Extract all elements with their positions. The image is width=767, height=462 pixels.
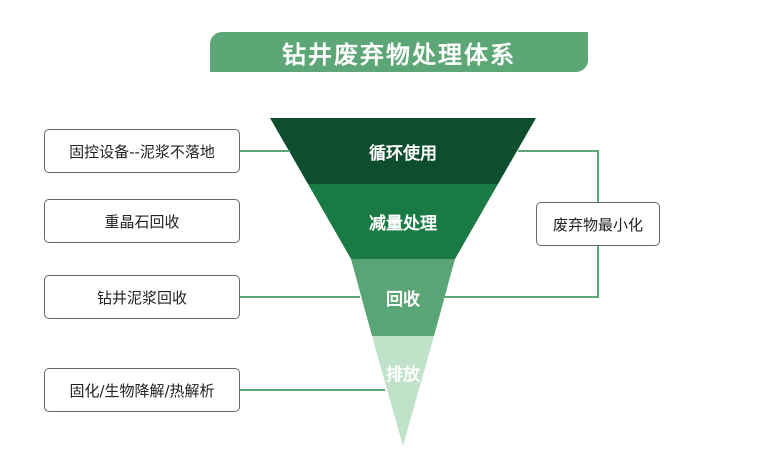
tier-discharge-main [372, 336, 434, 446]
left-box-solidification: 固化/生物降解/热解析 [44, 368, 240, 412]
left-box-mud-recovery: 钻井泥浆回收 [44, 275, 240, 319]
tier-label-recycle: 循环使用 [369, 143, 437, 164]
left-box-barite-recovery: 重晶石回收 [44, 199, 240, 243]
tier-label-recovery: 回收 [386, 289, 420, 310]
connector-right-bracket-lower [440, 246, 599, 298]
left-box-solid-control: 固控设备--泥浆不落地 [44, 129, 240, 173]
tier-reduce-shape [308, 184, 498, 259]
tier-label-reduce: 减量处理 [369, 213, 437, 234]
page-title: 钻井废弃物处理体系 [210, 32, 588, 72]
tier-recovery-main [351, 259, 455, 336]
tier-recycle-shape [270, 118, 536, 184]
tier-label-discharge: 排放 [386, 364, 421, 385]
connector-right-bracket [518, 150, 599, 202]
right-box-waste-minimization: 废弃物最小化 [536, 202, 660, 246]
